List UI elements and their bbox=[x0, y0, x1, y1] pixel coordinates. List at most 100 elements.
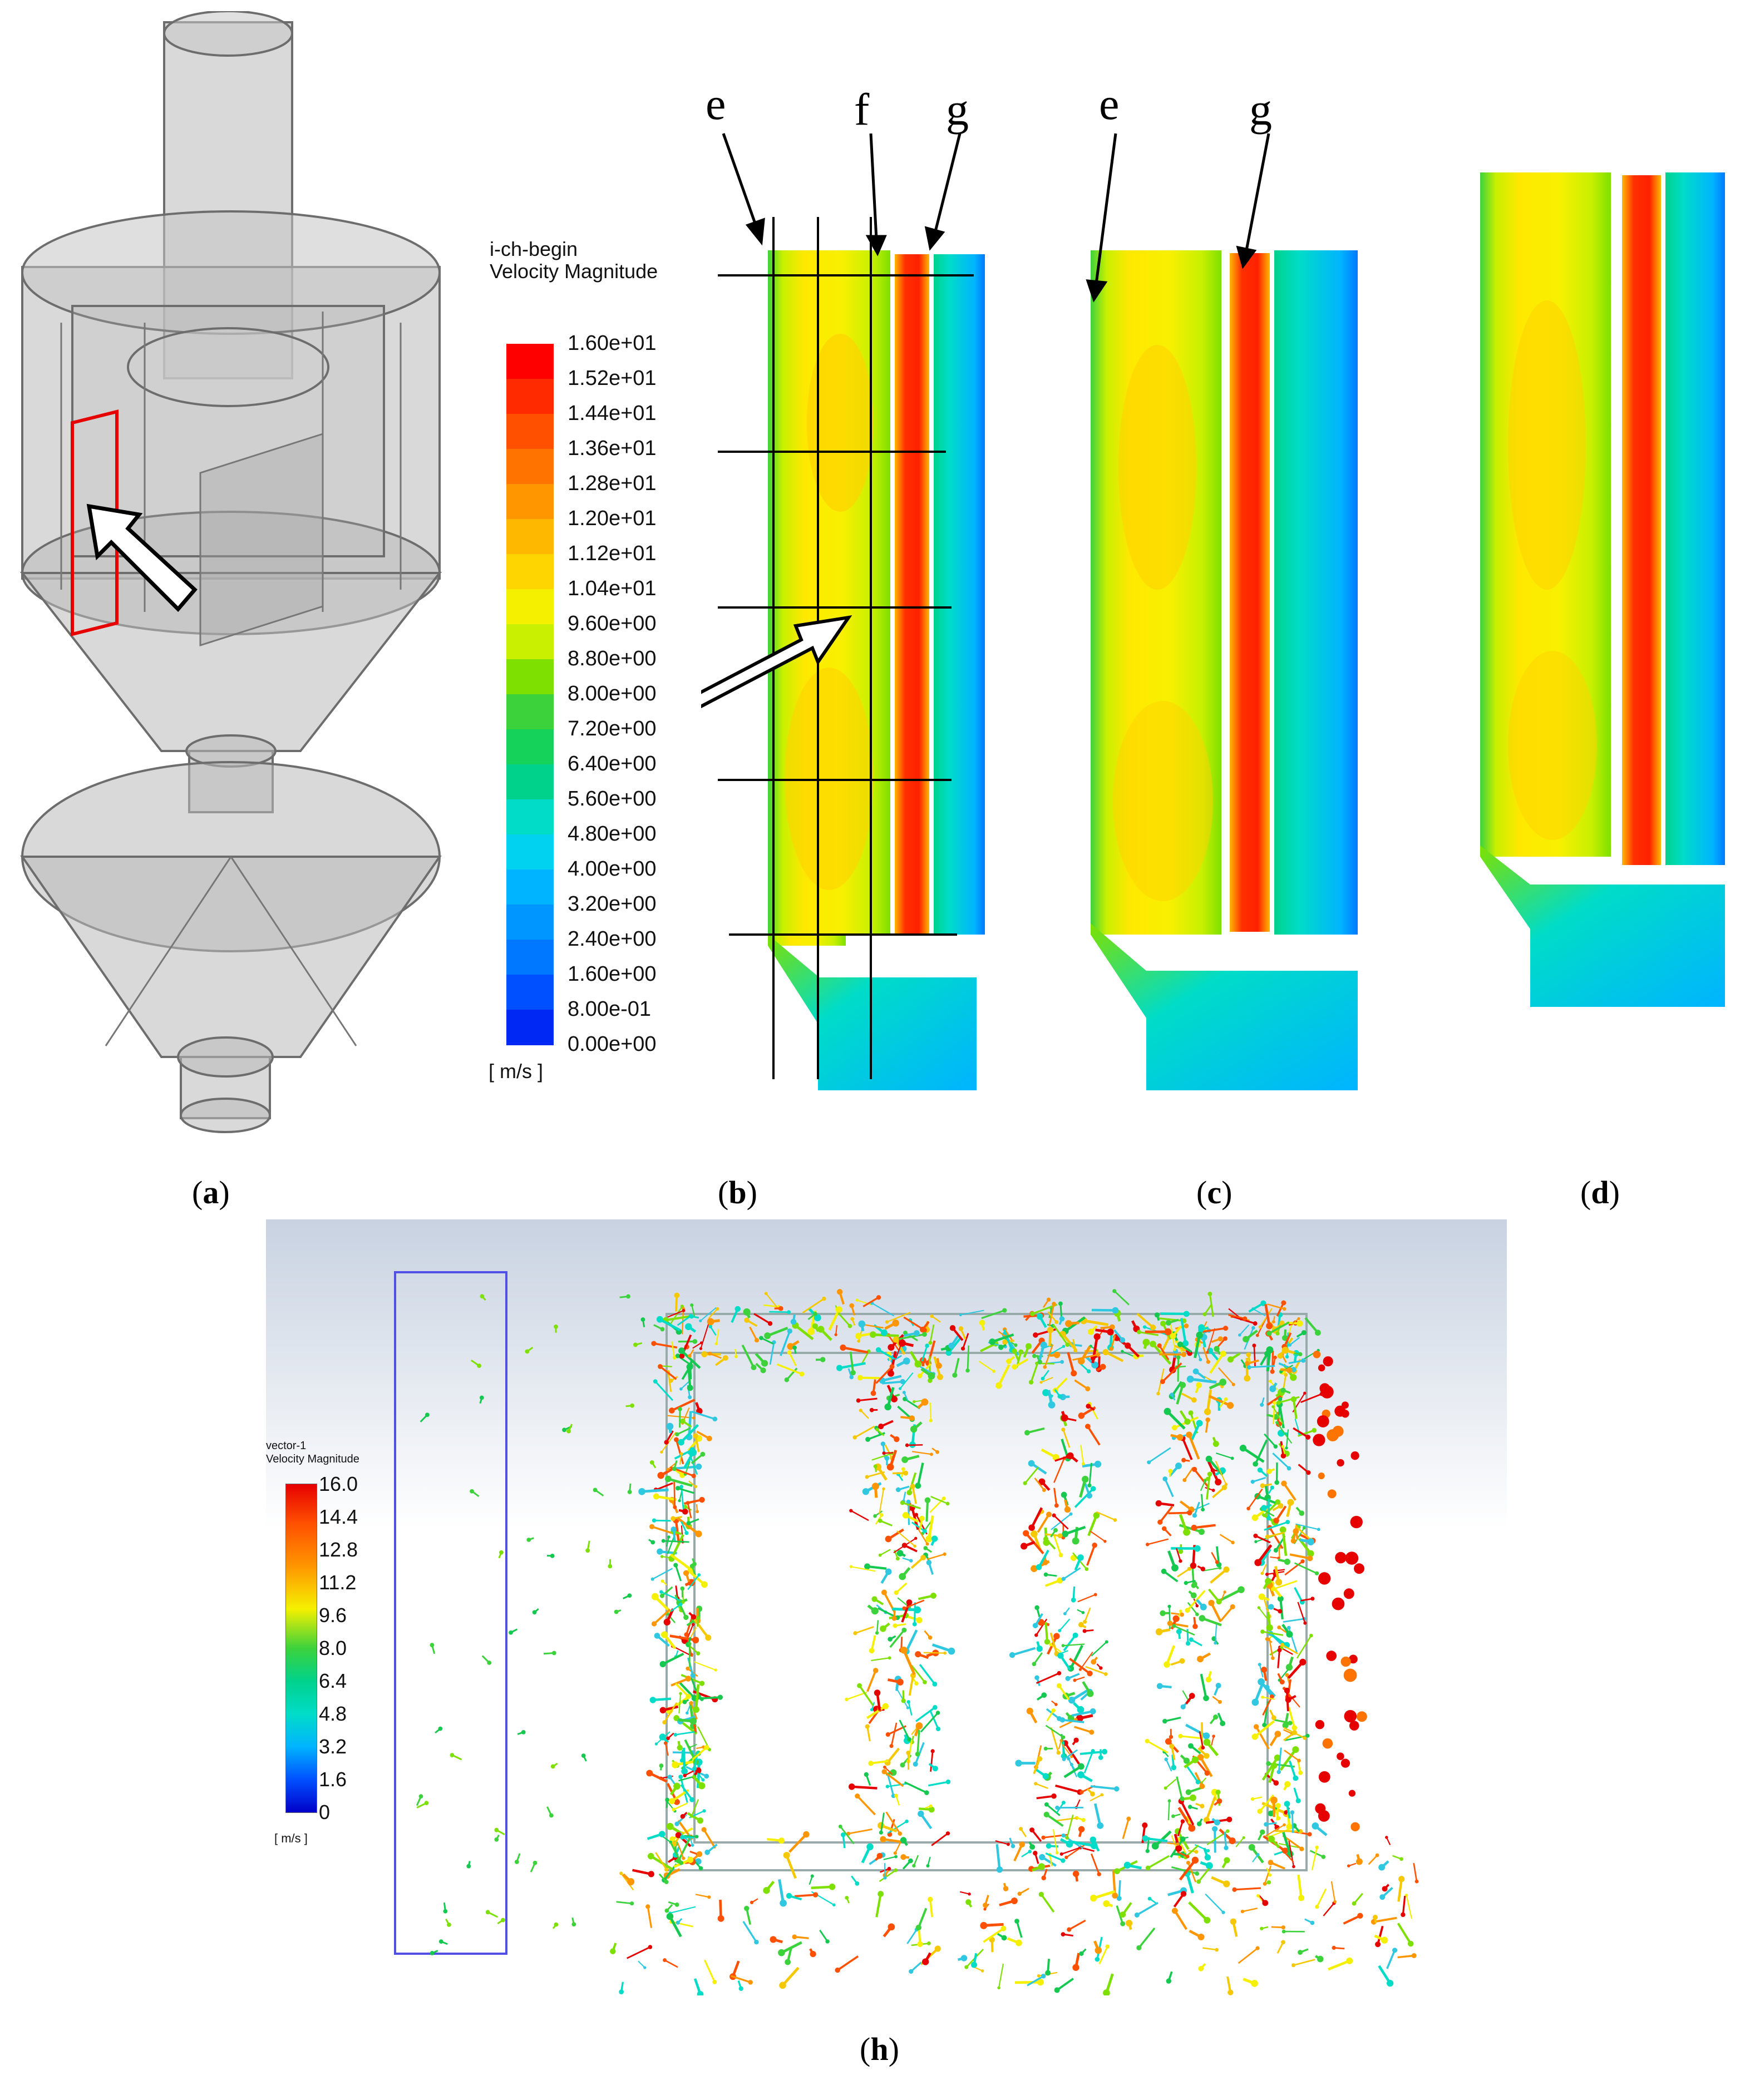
velocity-vector bbox=[1368, 1855, 1378, 1865]
vector-head bbox=[1343, 1668, 1357, 1682]
vector-head bbox=[871, 1596, 878, 1602]
velocity-vector bbox=[638, 1960, 645, 1968]
vector-head bbox=[754, 1939, 759, 1945]
vector-head bbox=[1054, 1320, 1059, 1325]
velocity-vector bbox=[661, 1431, 677, 1452]
vector-head bbox=[1126, 1920, 1133, 1927]
vector-head bbox=[912, 1622, 917, 1627]
velocity-vector bbox=[894, 1840, 903, 1854]
vector-head bbox=[1142, 1822, 1148, 1829]
velocity-vector bbox=[1044, 1622, 1048, 1642]
vector-head bbox=[943, 1552, 947, 1556]
vector-head bbox=[1277, 1625, 1281, 1629]
vector-head bbox=[865, 1724, 870, 1729]
vector-head bbox=[551, 1651, 556, 1656]
vector-head bbox=[1263, 1882, 1267, 1886]
vector-head bbox=[1298, 1770, 1303, 1775]
vector-head bbox=[883, 1876, 887, 1880]
vector-head bbox=[906, 1750, 911, 1755]
vector-head bbox=[1250, 1797, 1255, 1801]
vector-head bbox=[1273, 1444, 1278, 1449]
vector-head bbox=[1302, 1526, 1306, 1530]
vector-head bbox=[1067, 1757, 1071, 1761]
vector-head bbox=[1057, 1577, 1063, 1584]
vector-head bbox=[1041, 1875, 1046, 1881]
velocity-vector bbox=[992, 1333, 1014, 1343]
velocity-vector bbox=[1406, 1895, 1413, 1919]
vector-head bbox=[1096, 1352, 1101, 1357]
vector-head bbox=[1095, 1946, 1102, 1954]
vector-head bbox=[1085, 1424, 1091, 1429]
vector-head bbox=[1038, 1863, 1046, 1870]
vector-head bbox=[1206, 1351, 1209, 1354]
velocity-vector bbox=[1294, 1562, 1318, 1574]
vector-head bbox=[1198, 1529, 1205, 1535]
velocity-vector bbox=[998, 1963, 1004, 1988]
vector-head bbox=[695, 1530, 702, 1538]
vector-head bbox=[1072, 1632, 1078, 1638]
velocity-vector bbox=[693, 1661, 716, 1671]
vector-head bbox=[1082, 1475, 1089, 1483]
velocity-vector bbox=[1091, 1308, 1116, 1312]
vector-head bbox=[1072, 1870, 1079, 1877]
vector-head bbox=[886, 1463, 894, 1471]
vector-head bbox=[1261, 1505, 1267, 1511]
vector-head bbox=[1054, 1987, 1060, 1993]
vector-head bbox=[1044, 1639, 1051, 1645]
vector-head bbox=[700, 1451, 706, 1457]
vector-head bbox=[914, 1360, 922, 1368]
vector-head bbox=[1039, 1381, 1043, 1384]
velocity-vector bbox=[1160, 1312, 1187, 1315]
velocity-vector bbox=[1055, 1784, 1081, 1793]
vector-head bbox=[479, 1395, 484, 1400]
vector-head bbox=[1266, 1331, 1272, 1336]
vector-head bbox=[673, 1505, 677, 1509]
velocity-vector bbox=[681, 1521, 688, 1534]
vector-head bbox=[630, 1403, 635, 1408]
vector-head bbox=[1076, 1714, 1083, 1722]
vector-head bbox=[1021, 1543, 1028, 1550]
vector-head bbox=[680, 1586, 685, 1591]
vector-head bbox=[1203, 1738, 1211, 1746]
vector-head bbox=[1186, 1375, 1194, 1383]
vector-head bbox=[1315, 1904, 1319, 1909]
velocity-vector bbox=[887, 1821, 908, 1834]
vector-head bbox=[1023, 1481, 1027, 1485]
vector-head bbox=[1292, 1865, 1295, 1869]
velocity-vector bbox=[1282, 1831, 1292, 1855]
vector-head bbox=[875, 1427, 879, 1432]
vector-head bbox=[1071, 1370, 1077, 1377]
vector-head bbox=[659, 1661, 666, 1668]
vector-head bbox=[1167, 1604, 1171, 1608]
vector-head bbox=[919, 1326, 926, 1333]
velocity-vector bbox=[1053, 1515, 1069, 1530]
velocity-vector bbox=[675, 1731, 695, 1736]
vector-head bbox=[1208, 1599, 1215, 1607]
vector-head bbox=[902, 1391, 906, 1395]
velocity-vector bbox=[677, 1837, 691, 1861]
vector-head bbox=[1028, 1524, 1035, 1531]
velocity-vector bbox=[828, 1309, 840, 1331]
vector-head bbox=[1177, 1341, 1184, 1347]
vector-head bbox=[1059, 1316, 1065, 1322]
vector-head bbox=[1160, 1321, 1166, 1327]
vector-head bbox=[852, 1435, 857, 1440]
velocity-vector bbox=[1210, 1602, 1222, 1623]
vector-head bbox=[792, 1345, 797, 1350]
vector-head bbox=[932, 1682, 938, 1687]
velocity-vector bbox=[1062, 1718, 1085, 1723]
vector-head bbox=[1189, 1794, 1196, 1801]
vector-head bbox=[669, 1407, 675, 1414]
velocity-vector bbox=[1085, 1666, 1106, 1675]
vector-head bbox=[1191, 1524, 1197, 1531]
vector-head bbox=[945, 1350, 952, 1356]
velocity-vector bbox=[655, 1852, 667, 1870]
vector-head bbox=[1189, 1693, 1195, 1699]
velocity-vector bbox=[669, 1906, 696, 1914]
vector-head bbox=[1081, 1818, 1086, 1822]
vector-head bbox=[1199, 1615, 1206, 1622]
vector-head bbox=[855, 1298, 859, 1302]
legend-h-title: vector-1 Velocity Magnitude bbox=[266, 1440, 359, 1465]
velocity-vector bbox=[767, 1326, 788, 1337]
velocity-vector bbox=[681, 1525, 683, 1542]
